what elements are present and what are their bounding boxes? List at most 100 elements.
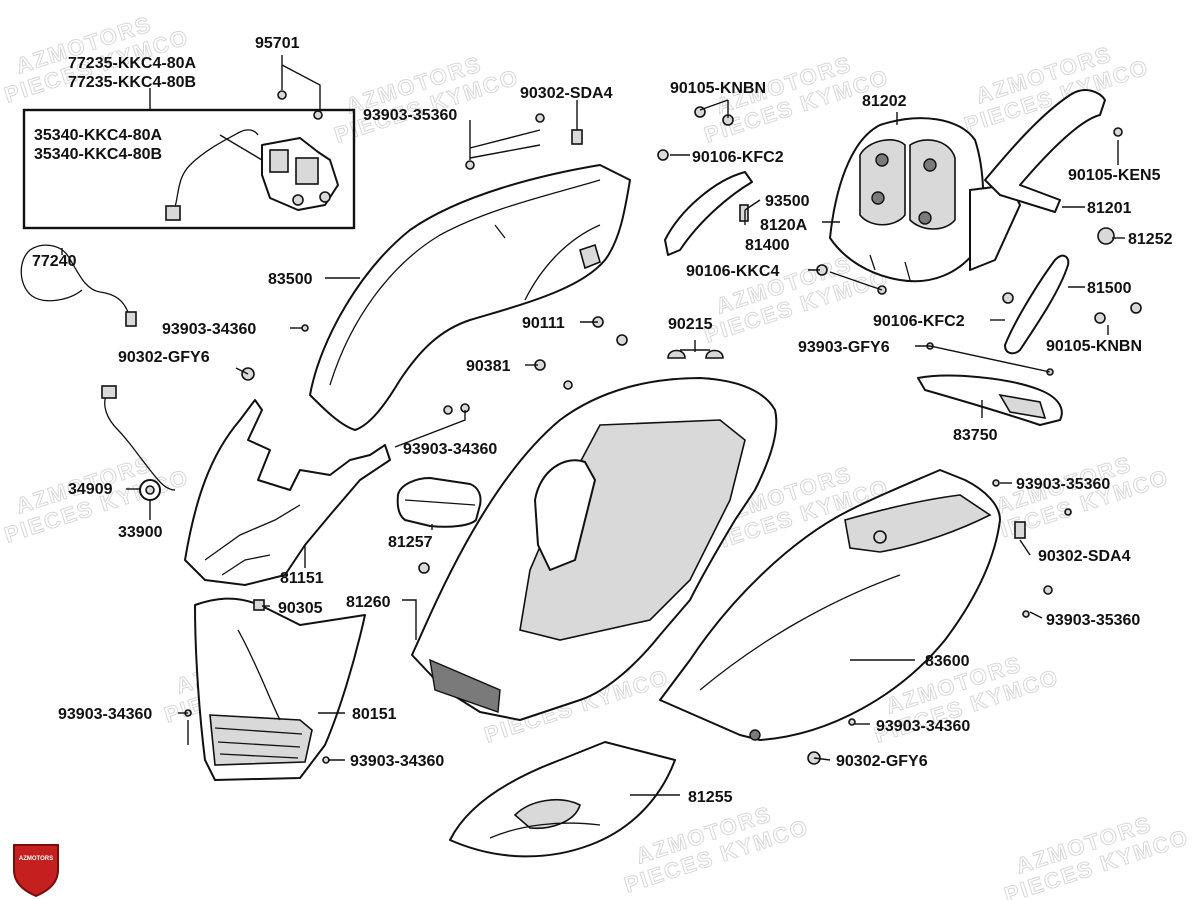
cable-77240-illustration [20, 244, 137, 327]
inner-panel-81151-illustration [184, 399, 391, 586]
part-label-line: 93903-35360 [363, 107, 457, 124]
handle-strip-81400-illustration [664, 171, 753, 256]
part-label-p81202: 81202 [862, 93, 907, 110]
part-label-p90105-KNBN-a: 90105-KNBN [670, 80, 766, 97]
part-label-line: 77235-KKC4-80A [68, 55, 197, 72]
part-label-line: 35340-KKC4-80A [34, 127, 163, 144]
part-label-line: 93903-GFY6 [798, 339, 890, 356]
part-label-line: 93903-34360 [876, 718, 970, 735]
part-label-line: 93903-35360 [1046, 612, 1140, 629]
part-label-p93903-35360-b: 93903-35360 [1016, 476, 1110, 493]
part-label-p83500: 83500 [268, 271, 313, 288]
part-label-line: 90302-SDA4 [520, 85, 613, 102]
part-label-line: 90381 [466, 358, 511, 375]
part-label-line: 93500 [765, 193, 810, 210]
part-label-line: 93903-35360 [1016, 476, 1110, 493]
part-label-line: 90111 [522, 315, 565, 332]
part-label-p90215: 90215 [668, 316, 713, 333]
part-label-line: 90106-KKC4 [686, 263, 779, 280]
part-label-line: 77235-KKC4-80B [68, 74, 196, 91]
tail-piece-83750-illustration [917, 374, 1063, 426]
part-label-p81257: 81257 [388, 534, 433, 551]
lid-81257-illustration [396, 477, 482, 528]
part-label-p90381: 90381 [466, 358, 511, 375]
storage-bin-81260-illustration [411, 377, 778, 721]
side-cover-83500-illustration [309, 164, 631, 431]
part-label-p93903-34360-e: 93903-34360 [350, 753, 444, 770]
part-label-p81400: 81400 [745, 237, 790, 254]
part-label-p93903-GFY6: 93903-GFY6 [798, 339, 890, 356]
part-label-line: 81202 [862, 93, 907, 110]
part-label-p90302-SDA4-b: 90302-SDA4 [1038, 548, 1131, 565]
azmotors-badge: AZMOTORS [13, 844, 59, 898]
part-label-p90302-SDA4-a: 90302-SDA4 [520, 85, 613, 102]
part-label-p80151: 80151 [352, 706, 397, 723]
part-label-line: 81500 [1087, 280, 1132, 297]
part-label-line: 90215 [668, 316, 713, 333]
grab-rail-81201-illustration [984, 89, 1106, 213]
part-label-line: 90105-KNBN [670, 80, 766, 97]
part-label-p93903-35360-a: 93903-35360 [363, 107, 457, 124]
part-label-p90106-KKC4: 90106-KKC4 [686, 263, 779, 280]
part-label-line: 34909 [68, 481, 113, 498]
part-label-line: 90302-GFY6 [118, 349, 210, 366]
part-label-line: 81252 [1128, 231, 1173, 248]
part-label-line: 90305 [278, 600, 323, 617]
part-label-line: 93903-34360 [350, 753, 444, 770]
switch-cable-illustration [165, 129, 339, 221]
part-label-line: 35340-KKC4-80B [34, 146, 162, 163]
seat-cushion-81202-illustration [829, 117, 1021, 283]
part-label-p81260: 81260 [346, 594, 391, 611]
part-label-p90302-GFY6-b: 90302-GFY6 [836, 753, 928, 770]
part-label-line: 81201 [1087, 200, 1132, 217]
part-label-p35340: 35340-KKC4-80A 35340-KKC4-80B [34, 127, 163, 163]
part-label-p93903-34360-c: 93903-34360 [876, 718, 970, 735]
part-label-line: 8120A [760, 217, 808, 234]
part-label-p34909: 34909 [68, 481, 113, 498]
part-label-p93903-35360-c: 93903-35360 [1046, 612, 1140, 629]
part-label-p33900: 33900 [118, 524, 163, 541]
part-label-line: 93903-34360 [403, 441, 497, 458]
part-label-p93903-34360-d: 93903-34360 [58, 706, 152, 723]
part-label-line: 90105-KEN5 [1068, 167, 1161, 184]
part-label-line: 81400 [745, 237, 790, 254]
part-label-line: 33900 [118, 524, 163, 541]
part-label-line: 83500 [268, 271, 313, 288]
part-label-line: 90105-KNBN [1046, 338, 1142, 355]
part-label-p93903-34360-a: 93903-34360 [162, 321, 256, 338]
leader-lines [61, 55, 1125, 796]
part-label-line: 90302-GFY6 [836, 753, 928, 770]
part-label-line: 93903-34360 [162, 321, 256, 338]
part-label-line: 83750 [953, 427, 998, 444]
part-label-p90305: 90305 [278, 600, 323, 617]
floor-mat-81255-illustration [449, 741, 676, 858]
part-label-p90302-GFY6-a: 90302-GFY6 [118, 349, 210, 366]
front-cover-80151-illustration [194, 597, 366, 781]
part-label-p93903-34360-b: 93903-34360 [403, 441, 497, 458]
part-label-line: 90302-SDA4 [1038, 548, 1131, 565]
hook-81500-illustration [1004, 254, 1070, 355]
part-label-p90106-KFC2-a: 90106-KFC2 [692, 149, 784, 166]
part-label-line: 81260 [346, 594, 391, 611]
part-label-line: 81151 [280, 570, 324, 587]
part-label-p81500: 81500 [1087, 280, 1132, 297]
part-label-p90105-KEN5: 90105-KEN5 [1068, 167, 1161, 184]
part-label-line: 90106-KFC2 [692, 149, 784, 166]
part-label-p8120A: 8120A [760, 217, 808, 234]
part-label-p81255: 81255 [688, 789, 733, 806]
part-label-line: 77240 [32, 253, 77, 270]
part-label-p83750: 83750 [953, 427, 998, 444]
part-label-line: 81255 [688, 789, 733, 806]
part-label-p83600: 83600 [925, 653, 970, 670]
part-label-p90105-KNBN-b: 90105-KNBN [1046, 338, 1142, 355]
part-label-line: 95701 [255, 35, 300, 52]
inset-box [22, 108, 356, 230]
part-label-p90106-KFC2-b: 90106-KFC2 [873, 313, 965, 330]
part-label-line: 80151 [352, 706, 397, 723]
part-label-p77240: 77240 [32, 253, 77, 270]
part-label-line: 81257 [388, 534, 433, 551]
part-label-p93500: 93500 [765, 193, 810, 210]
